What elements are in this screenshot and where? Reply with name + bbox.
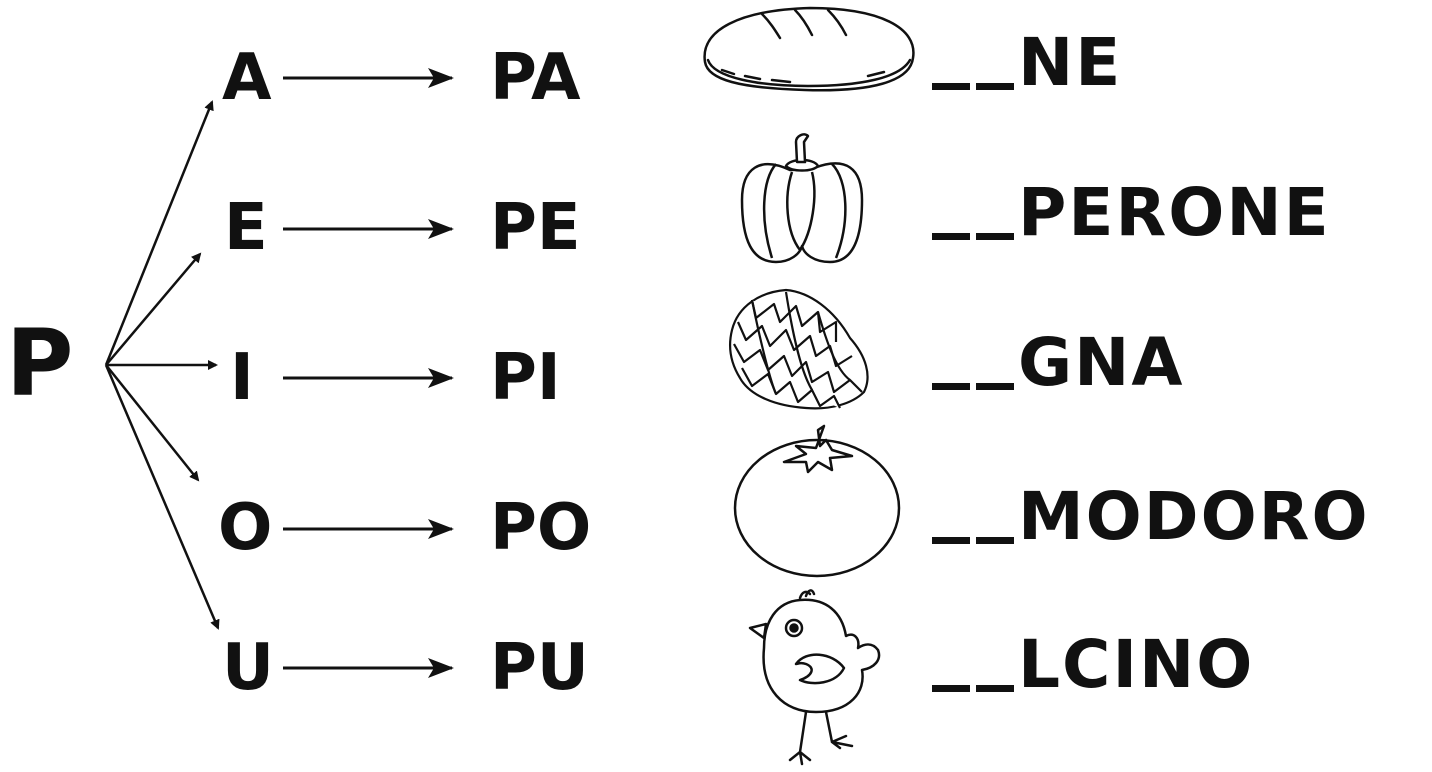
main-letter: P [6, 310, 74, 417]
word-ending: GNA [1018, 324, 1185, 401]
syllable-pa: PA [490, 41, 581, 115]
word-row-1: NE [930, 30, 1122, 96]
syllable-po: PO [490, 491, 592, 565]
blank-field[interactable] [930, 484, 1018, 550]
word-row-4: MODORO [930, 484, 1370, 550]
fan-arrow-a [104, 100, 214, 366]
fan-arrow-u [104, 364, 220, 630]
vowel-u: U [222, 631, 274, 705]
blank-field[interactable] [930, 632, 1018, 698]
pepper-icon [740, 133, 864, 264]
blank-field[interactable] [930, 330, 1018, 396]
bread-icon [703, 6, 915, 92]
chick-icon [748, 589, 881, 766]
word-ending: PERONE [1018, 174, 1331, 251]
blank-field[interactable] [930, 180, 1018, 246]
word-ending: NE [1018, 24, 1123, 101]
blank-field[interactable] [930, 30, 1018, 96]
vowel-o: O [218, 491, 273, 565]
tomato-icon [733, 424, 901, 578]
vowel-a: A [222, 41, 272, 115]
syllable-pe: PE [490, 191, 581, 265]
word-ending: MODORO [1018, 478, 1370, 555]
fan-arrow-e [105, 252, 202, 366]
word-ending: LCINO [1018, 626, 1255, 703]
pinecone-icon [729, 288, 869, 410]
word-row-2: PERONE [930, 180, 1331, 246]
fan-arrow-o [105, 364, 200, 482]
vowel-i: I [230, 341, 254, 415]
syllable-pu: PU [490, 631, 589, 705]
syllable-pi: PI [490, 341, 561, 415]
vowel-e: E [224, 191, 268, 265]
word-row-3: GNA [930, 330, 1185, 396]
word-row-5: LCINO [930, 632, 1254, 698]
